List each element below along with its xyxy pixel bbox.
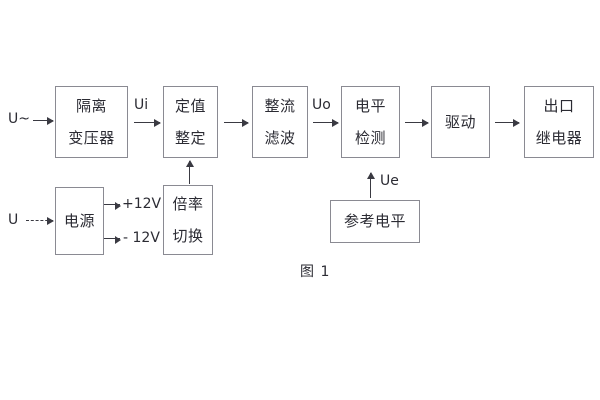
block-multiplier-switch-line1: 倍率	[172, 194, 204, 213]
dc-input-label: U	[8, 212, 19, 228]
block-multiplier-switch: 倍率 切换	[163, 185, 213, 255]
block-isolation-transformer: 隔离 变压器	[55, 86, 128, 158]
rail-label-neg12v: - 12V	[123, 230, 160, 246]
block-output-relay: 出口 继电器	[524, 86, 594, 158]
rail-label-pos12v: +12V	[122, 196, 162, 212]
arrow-ac-input-to-isolation-transformer	[33, 117, 54, 125]
arrow-power-supply-neg12v	[104, 235, 121, 244]
block-drive: 驱动	[431, 86, 490, 158]
arrow-setting-value-to-rectify-filter	[224, 119, 249, 127]
arrow-reference-level-to-level-detection	[367, 172, 375, 198]
block-isolation-transformer-line1: 隔离	[75, 96, 107, 115]
block-output-relay-line2: 继电器	[535, 128, 583, 147]
block-power-supply: 电源	[55, 187, 104, 255]
block-power-supply-line1: 电源	[63, 211, 95, 230]
arrow-multiplier-switch-to-setting-value	[186, 160, 194, 184]
arrow-level-detection-to-drive	[405, 119, 429, 127]
block-setting-value: 定值 整定	[163, 86, 218, 158]
arrow-rectify-filter-to-level-detection	[313, 119, 339, 127]
block-rectify-filter-line1: 整流	[264, 96, 296, 115]
block-reference-level-line1: 参考电平	[343, 212, 406, 230]
block-multiplier-switch-line2: 切换	[172, 226, 204, 245]
block-drive-line1: 驱动	[444, 112, 476, 131]
block-reference-level: 参考电平	[330, 200, 420, 243]
block-rectify-filter-line2: 滤波	[264, 128, 296, 147]
signal-label-ui: Ui	[134, 97, 149, 113]
block-isolation-transformer-line2: 变压器	[68, 128, 115, 147]
arrow-dc-input-to-power-supply	[26, 217, 54, 225]
arrow-power-supply-pos12v	[104, 201, 121, 210]
block-level-detection-line2: 检测	[354, 128, 386, 147]
figure-caption: 图 1	[300, 264, 331, 280]
signal-label-uo: Uo	[312, 97, 331, 113]
arrow-drive-to-output-relay	[495, 119, 520, 127]
block-setting-value-line2: 整定	[174, 128, 206, 147]
block-output-relay-line1: 出口	[543, 96, 575, 115]
ac-input-label: U~	[8, 111, 30, 127]
block-setting-value-line1: 定值	[174, 96, 206, 115]
block-level-detection-line1: 电平	[354, 96, 386, 115]
block-level-detection: 电平 检测	[341, 86, 400, 158]
arrow-isolation-transformer-to-setting-value	[134, 119, 161, 127]
signal-label-ue: Ue	[380, 173, 399, 189]
block-rectify-filter: 整流 滤波	[252, 86, 308, 158]
